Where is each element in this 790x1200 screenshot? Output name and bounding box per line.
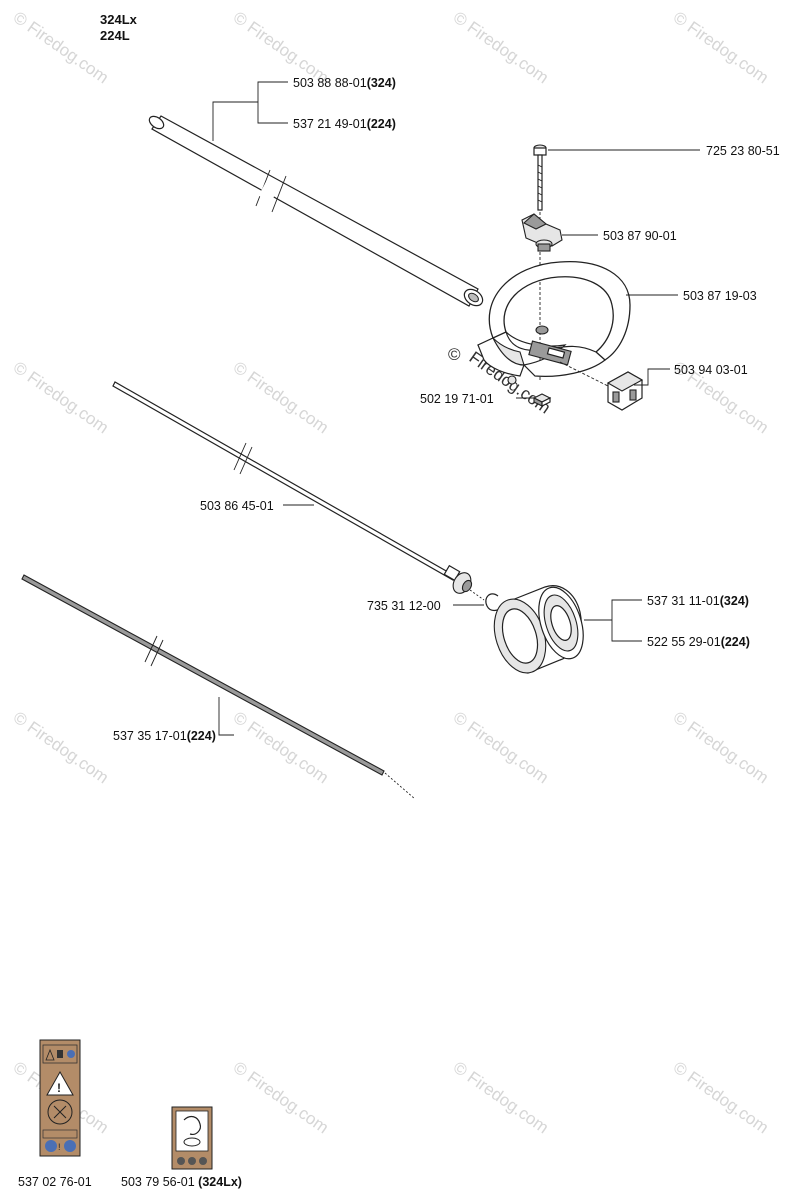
model-label: 224L	[100, 28, 130, 43]
flexible-shaft	[21, 574, 416, 800]
warning-decal	[171, 1106, 213, 1170]
watermark: © Firedog.com	[670, 1058, 772, 1138]
clamp-block	[559, 361, 644, 411]
part-number-label: 537 35 17-01(224)	[113, 729, 216, 743]
part-number-label: 503 86 45-01	[200, 499, 274, 513]
watermark: © Firedog.com	[10, 358, 112, 438]
svg-text:!: !	[57, 1081, 61, 1095]
watermark: © Firedog.com	[450, 1058, 552, 1138]
leader-line	[634, 368, 670, 386]
wing-knob	[521, 213, 563, 252]
loop-handle	[477, 260, 631, 385]
watermark: © Firedog.com	[450, 8, 552, 88]
warning-decal: ! !	[39, 1039, 81, 1157]
leader-line	[584, 599, 642, 642]
watermark: © Firedog.com	[10, 8, 112, 88]
model-label: 324Lx	[100, 12, 138, 27]
svg-text:!: !	[58, 1142, 61, 1152]
part-number-label: 537 21 49-01(224)	[293, 117, 396, 131]
part-number-label: 503 94 03-01	[674, 363, 748, 377]
watermark: © Firedog.com	[670, 8, 772, 88]
part-number-label: 522 55 29-01(224)	[647, 635, 750, 649]
watermark-layer: © Firedog.com © Firedog.com © Firedog.co…	[10, 8, 772, 1138]
guard-cup	[493, 585, 584, 674]
part-number-label: 735 31 12-00	[367, 599, 441, 613]
watermark: © Firedog.com	[10, 708, 112, 788]
watermark-copyright-symbol: ©	[448, 345, 461, 364]
shaft-tube	[148, 115, 484, 307]
square-nut	[532, 393, 552, 407]
part-number-label: 503 88 88-01(324)	[293, 76, 396, 90]
watermark: © Firedog.com	[230, 358, 332, 438]
part-number-label: 502 19 71-01	[420, 392, 494, 406]
drive-shaft	[112, 381, 473, 594]
watermark: © Firedog.com	[670, 708, 772, 788]
part-number-label: 503 87 90-01	[603, 229, 677, 243]
part-number-label: 503 87 19-03	[683, 289, 757, 303]
watermark: © Firedog.com	[450, 708, 552, 788]
leader-line	[212, 81, 288, 141]
watermark: © Firedog.com	[230, 1058, 332, 1138]
leader-line	[218, 697, 234, 736]
part-number-label: 503 79 56-01 (324Lx)	[121, 1175, 242, 1189]
part-number-label: 537 31 11-01(324)	[647, 594, 749, 608]
part-number-label: 725 23 80-51	[706, 144, 780, 158]
part-number-label: 537 02 76-01	[18, 1175, 92, 1189]
